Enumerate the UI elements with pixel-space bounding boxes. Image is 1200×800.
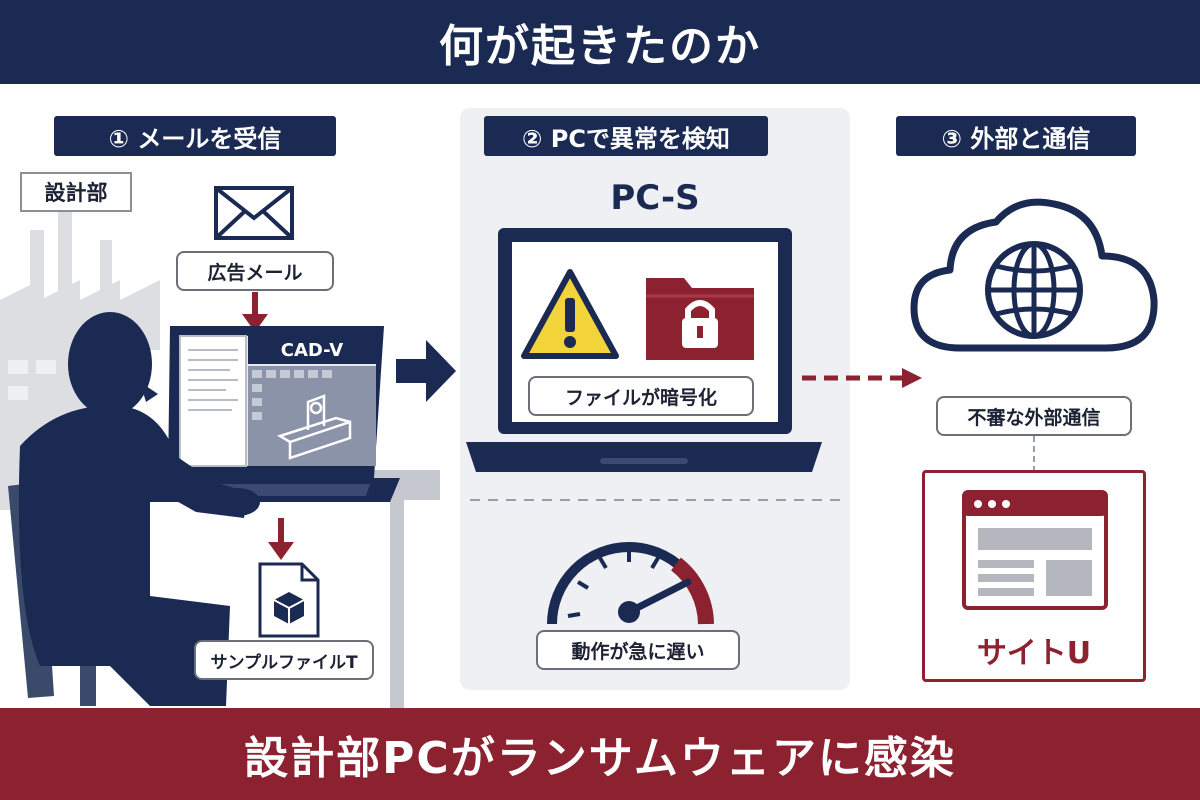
arrow-down-icon [242, 292, 268, 332]
arrow-down-icon [268, 518, 294, 560]
arrow-right-icon [802, 368, 922, 388]
pc-name: PC-S [610, 178, 700, 218]
speedometer-icon [547, 542, 714, 625]
cloud-globe-icon [910, 198, 1158, 352]
arrow-right-icon [396, 340, 456, 402]
department-tag: 設計部 [20, 172, 132, 212]
conclusion-banner: 設計部PCがランサムウェアに感染 [0, 708, 1200, 800]
sample-file-label: サンプルファイルT [194, 640, 374, 680]
encrypted-label: ファイルが暗号化 [528, 376, 754, 416]
person-illustration [8, 312, 260, 706]
file-icon [258, 562, 320, 638]
step3-title: ③ 外部と通信 [896, 116, 1136, 156]
browser-window-icon [962, 490, 1108, 610]
cad-app-title: CAD-V [280, 340, 344, 361]
ad-mail-label: 広告メール [176, 251, 334, 291]
warning-icon [521, 269, 619, 359]
connector-line [1033, 436, 1035, 470]
suspicious-comm-label: 不審な外部通信 [936, 396, 1132, 436]
site-name: サイトU [976, 636, 1092, 671]
slow-label: 動作が急に遅い [536, 630, 740, 670]
mail-icon [214, 186, 294, 240]
step1-title: ① メールを受信 [54, 116, 336, 156]
divider [470, 499, 840, 501]
step2-title: ② PCで異常を検知 [484, 116, 768, 156]
page-title: 何が起きたのか [0, 0, 1200, 84]
locked-folder-icon [646, 278, 754, 360]
